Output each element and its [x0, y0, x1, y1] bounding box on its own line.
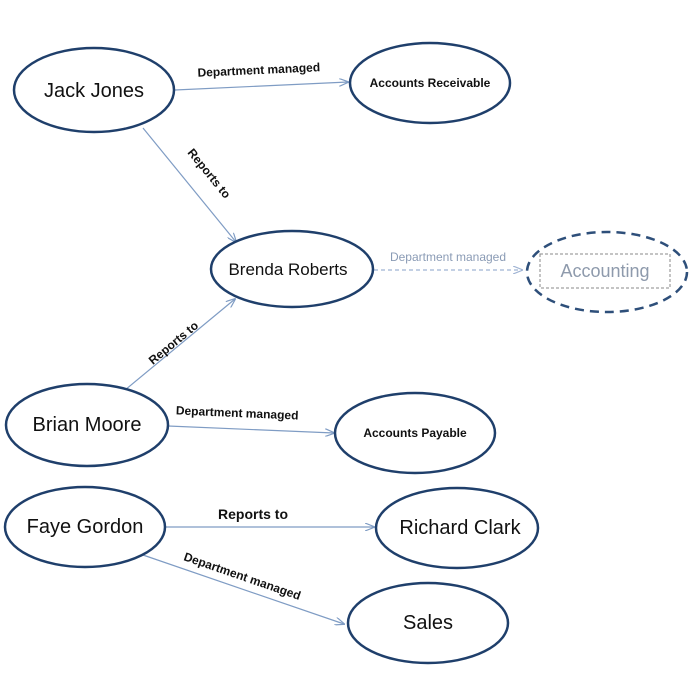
- edge-faye-dept: [142, 554, 344, 624]
- node-brenda-roberts: Brenda Roberts: [209, 229, 375, 309]
- edge-jack-reports: [142, 127, 236, 242]
- node-label: Brenda Roberts: [228, 260, 347, 279]
- label-faye-reports: Reports to: [218, 506, 288, 522]
- label-faye-dept: Department managed: [182, 550, 303, 603]
- node-label: Richard Clark: [399, 517, 521, 539]
- node-label: Brian Moore: [33, 414, 142, 436]
- label-jack-reports: Reports to: [185, 146, 234, 201]
- node-accounts-payable: Accounts Payable: [333, 391, 497, 475]
- node-brian-moore: Brian Moore: [4, 382, 170, 468]
- node-jack-jones: Jack Jones: [12, 46, 176, 134]
- label-brian-dept: Department managed: [176, 403, 299, 422]
- node-richard-clark: Richard Clark: [374, 486, 540, 570]
- label-jack-dept: Department managed: [197, 60, 320, 80]
- label-brian-reports: Reports to: [146, 318, 201, 367]
- node-label: Faye Gordon: [27, 516, 144, 538]
- node-sales: Sales: [346, 581, 510, 665]
- node-label: Accounts Payable: [363, 426, 467, 440]
- label-brenda-dept: Department managed: [390, 250, 506, 264]
- edge-brian-reports: [124, 299, 235, 391]
- node-label: Jack Jones: [44, 80, 144, 102]
- node-accounts-receivable: Accounts Receivable: [348, 41, 512, 125]
- edge-brian-dept: [167, 425, 334, 433]
- edge-jack-dept: [174, 82, 348, 91]
- node-accounting: Accounting: [525, 230, 689, 314]
- node-label: Accounting: [560, 261, 649, 281]
- accounting-inner-box: [539, 253, 671, 289]
- node-label: Accounts Receivable: [370, 76, 491, 90]
- node-label: Sales: [403, 612, 453, 634]
- node-faye-gordon: Faye Gordon: [3, 485, 167, 569]
